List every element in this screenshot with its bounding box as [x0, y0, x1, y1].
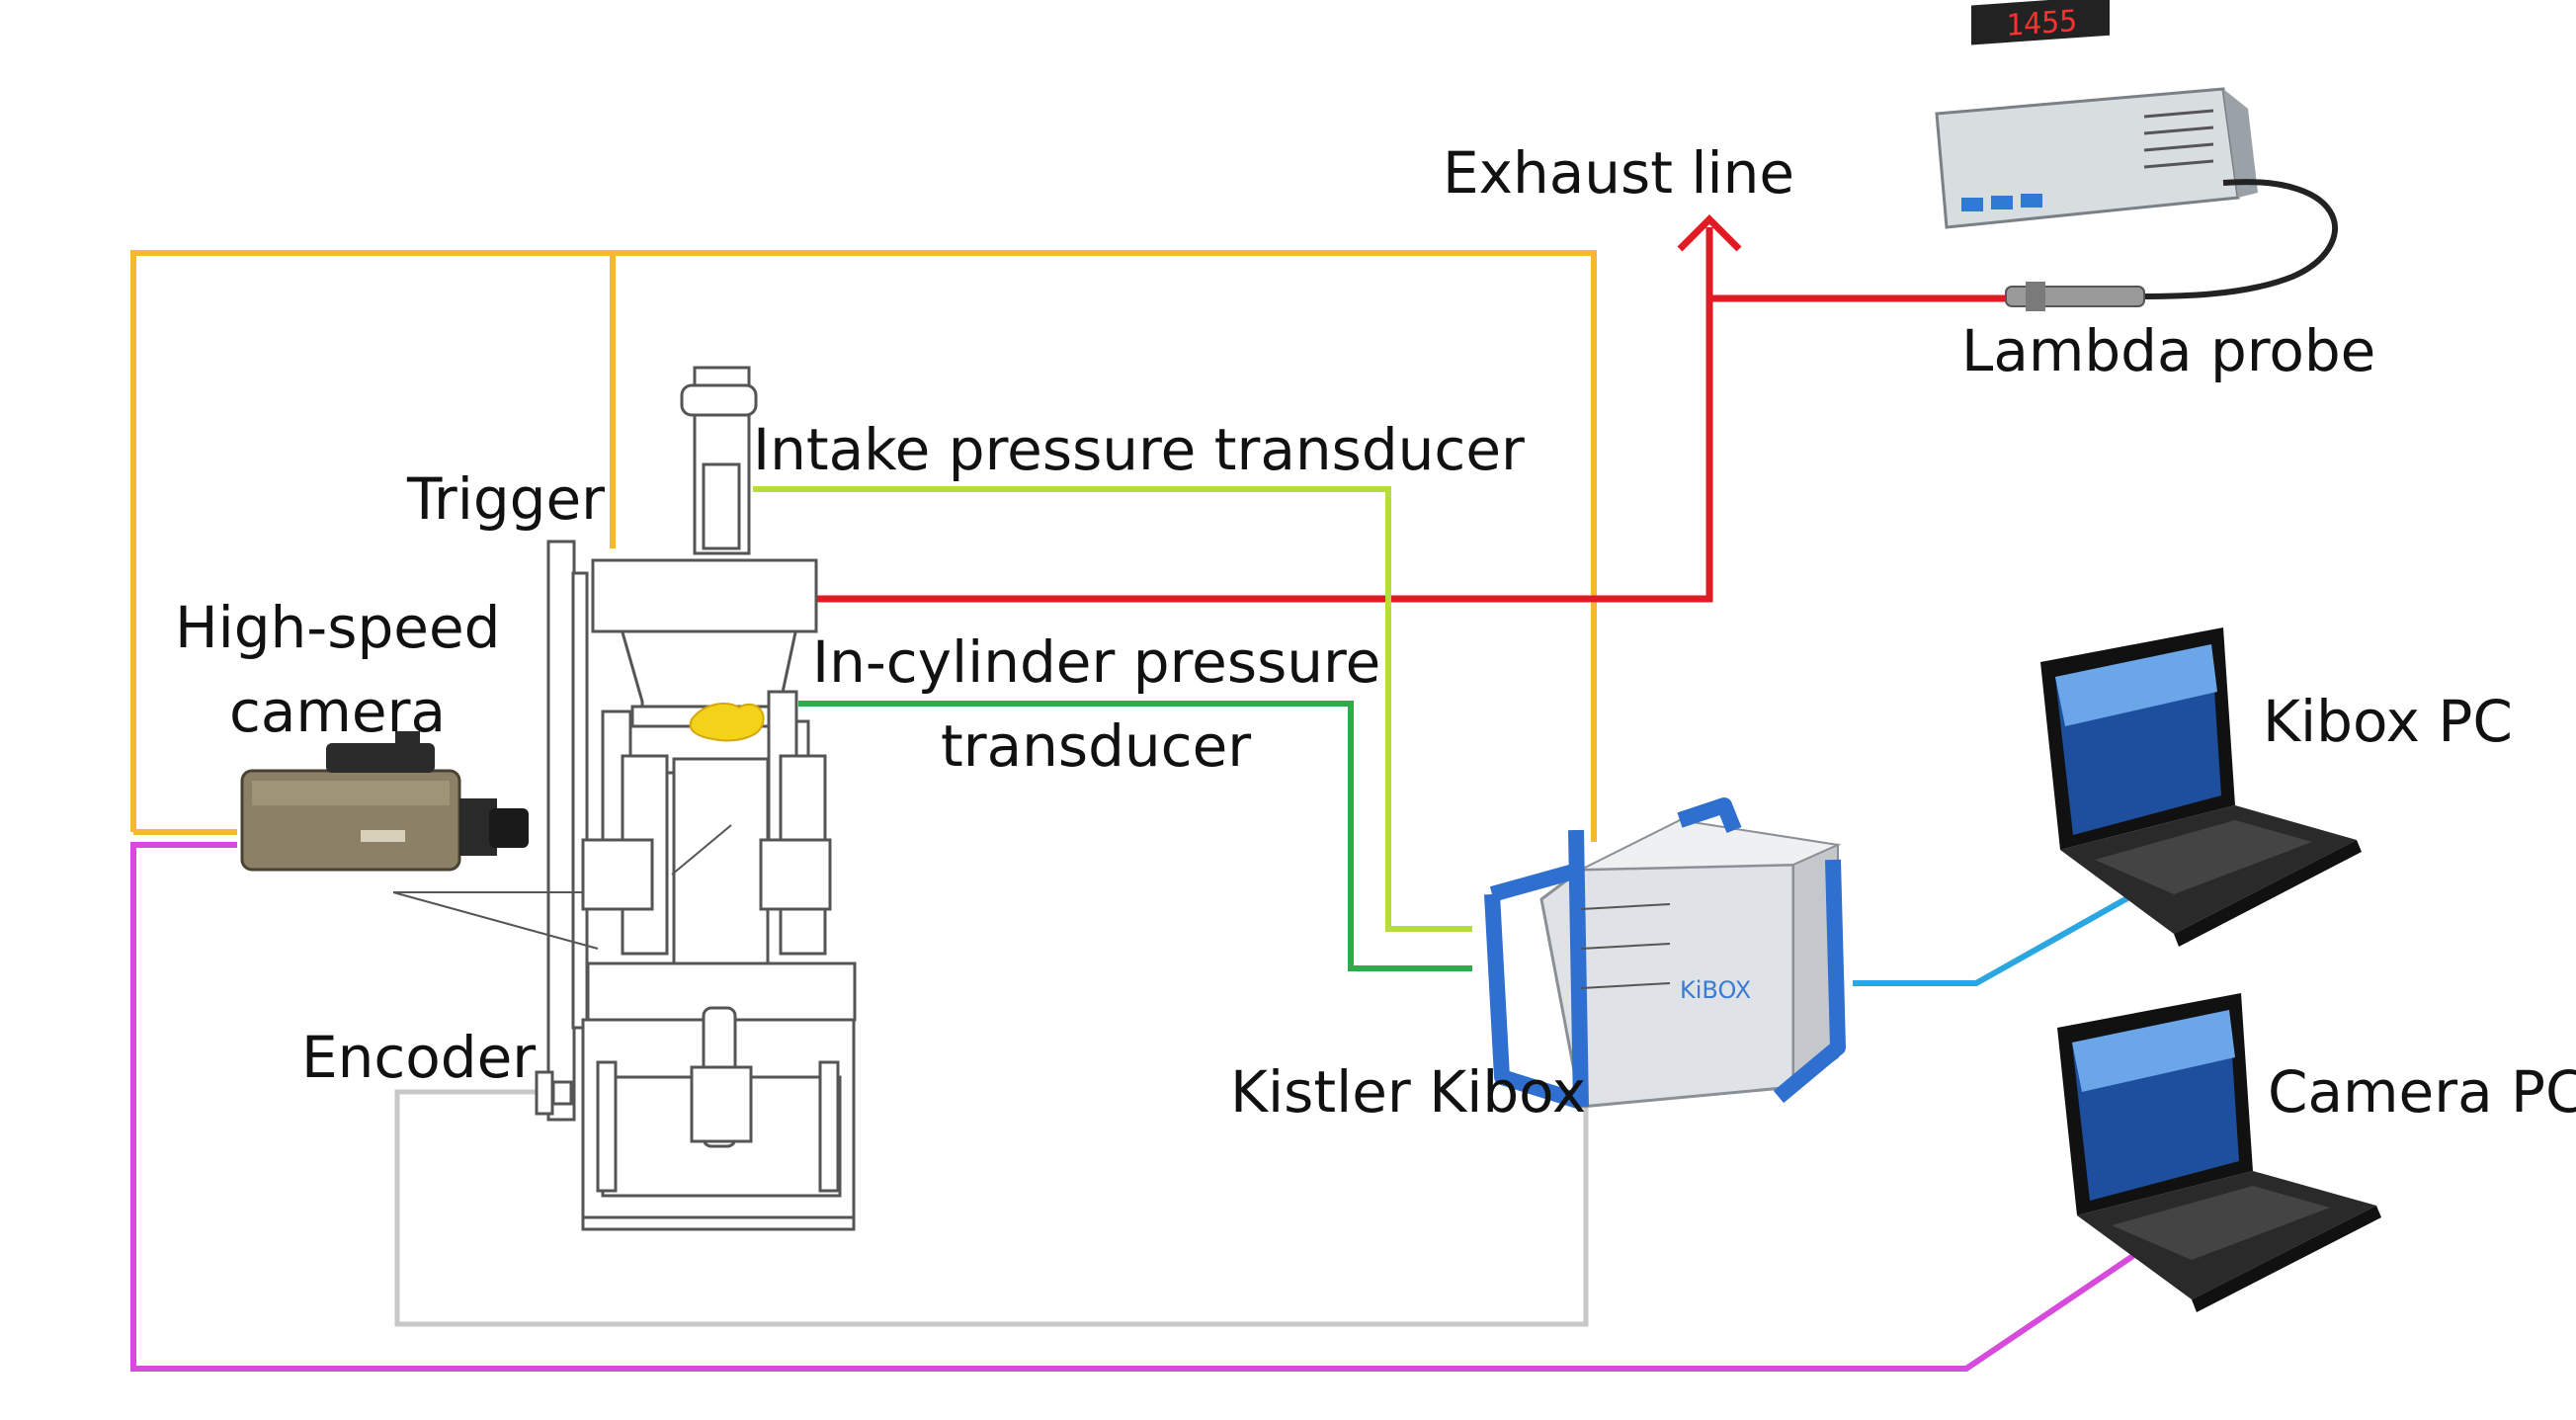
in-cylinder-pressure-signal-line — [798, 701, 1472, 971]
in-cylinder-pressure-label-line1: In-cylinder pressure — [812, 628, 1380, 696]
high-speed-camera-icon — [240, 731, 529, 872]
kibox-pc-laptop-icon — [2040, 627, 2362, 947]
encoder-label: Encoder — [301, 1024, 536, 1091]
flame-icon — [689, 703, 765, 742]
camera-pc-label: Camera PC — [2268, 1058, 2576, 1126]
camera-to-pc-line — [130, 842, 2151, 1372]
in-cylinder-pressure-label-line2: transducer — [941, 712, 1251, 780]
high-speed-camera-label-line1: High-speed — [175, 594, 500, 661]
intake-pressure-signal-line — [753, 486, 1472, 932]
kibox-brand-text: KiBOX — [1680, 976, 1751, 1004]
camera-mount-lines — [392, 824, 732, 950]
trigger-signal-line — [130, 250, 1597, 842]
exhaust-line-label: Exhaust line — [1443, 139, 1794, 207]
encoder-signal-line — [394, 1089, 1589, 1327]
kibox-pc-label: Kibox PC — [2263, 688, 2513, 755]
camera-pc-laptop-icon — [2057, 993, 2381, 1312]
trigger-label: Trigger — [406, 465, 605, 533]
lambda-meter-device: 1455 — [1935, 0, 2338, 311]
exhaust-line-path — [816, 214, 2006, 603]
high-speed-camera-label-line2: camera — [229, 678, 446, 745]
lambda-probe-label: Lambda probe — [1961, 317, 2375, 384]
kistler-kibox-label: Kistler Kibox — [1230, 1058, 1586, 1126]
intake-pressure-transducer-label: Intake pressure transducer — [753, 416, 1525, 483]
kistler-kibox-device: KiBOX — [1484, 797, 1846, 1110]
kibox-to-pc-line — [1853, 891, 2136, 986]
lambda-display-readout: 1455 — [2006, 4, 2077, 43]
